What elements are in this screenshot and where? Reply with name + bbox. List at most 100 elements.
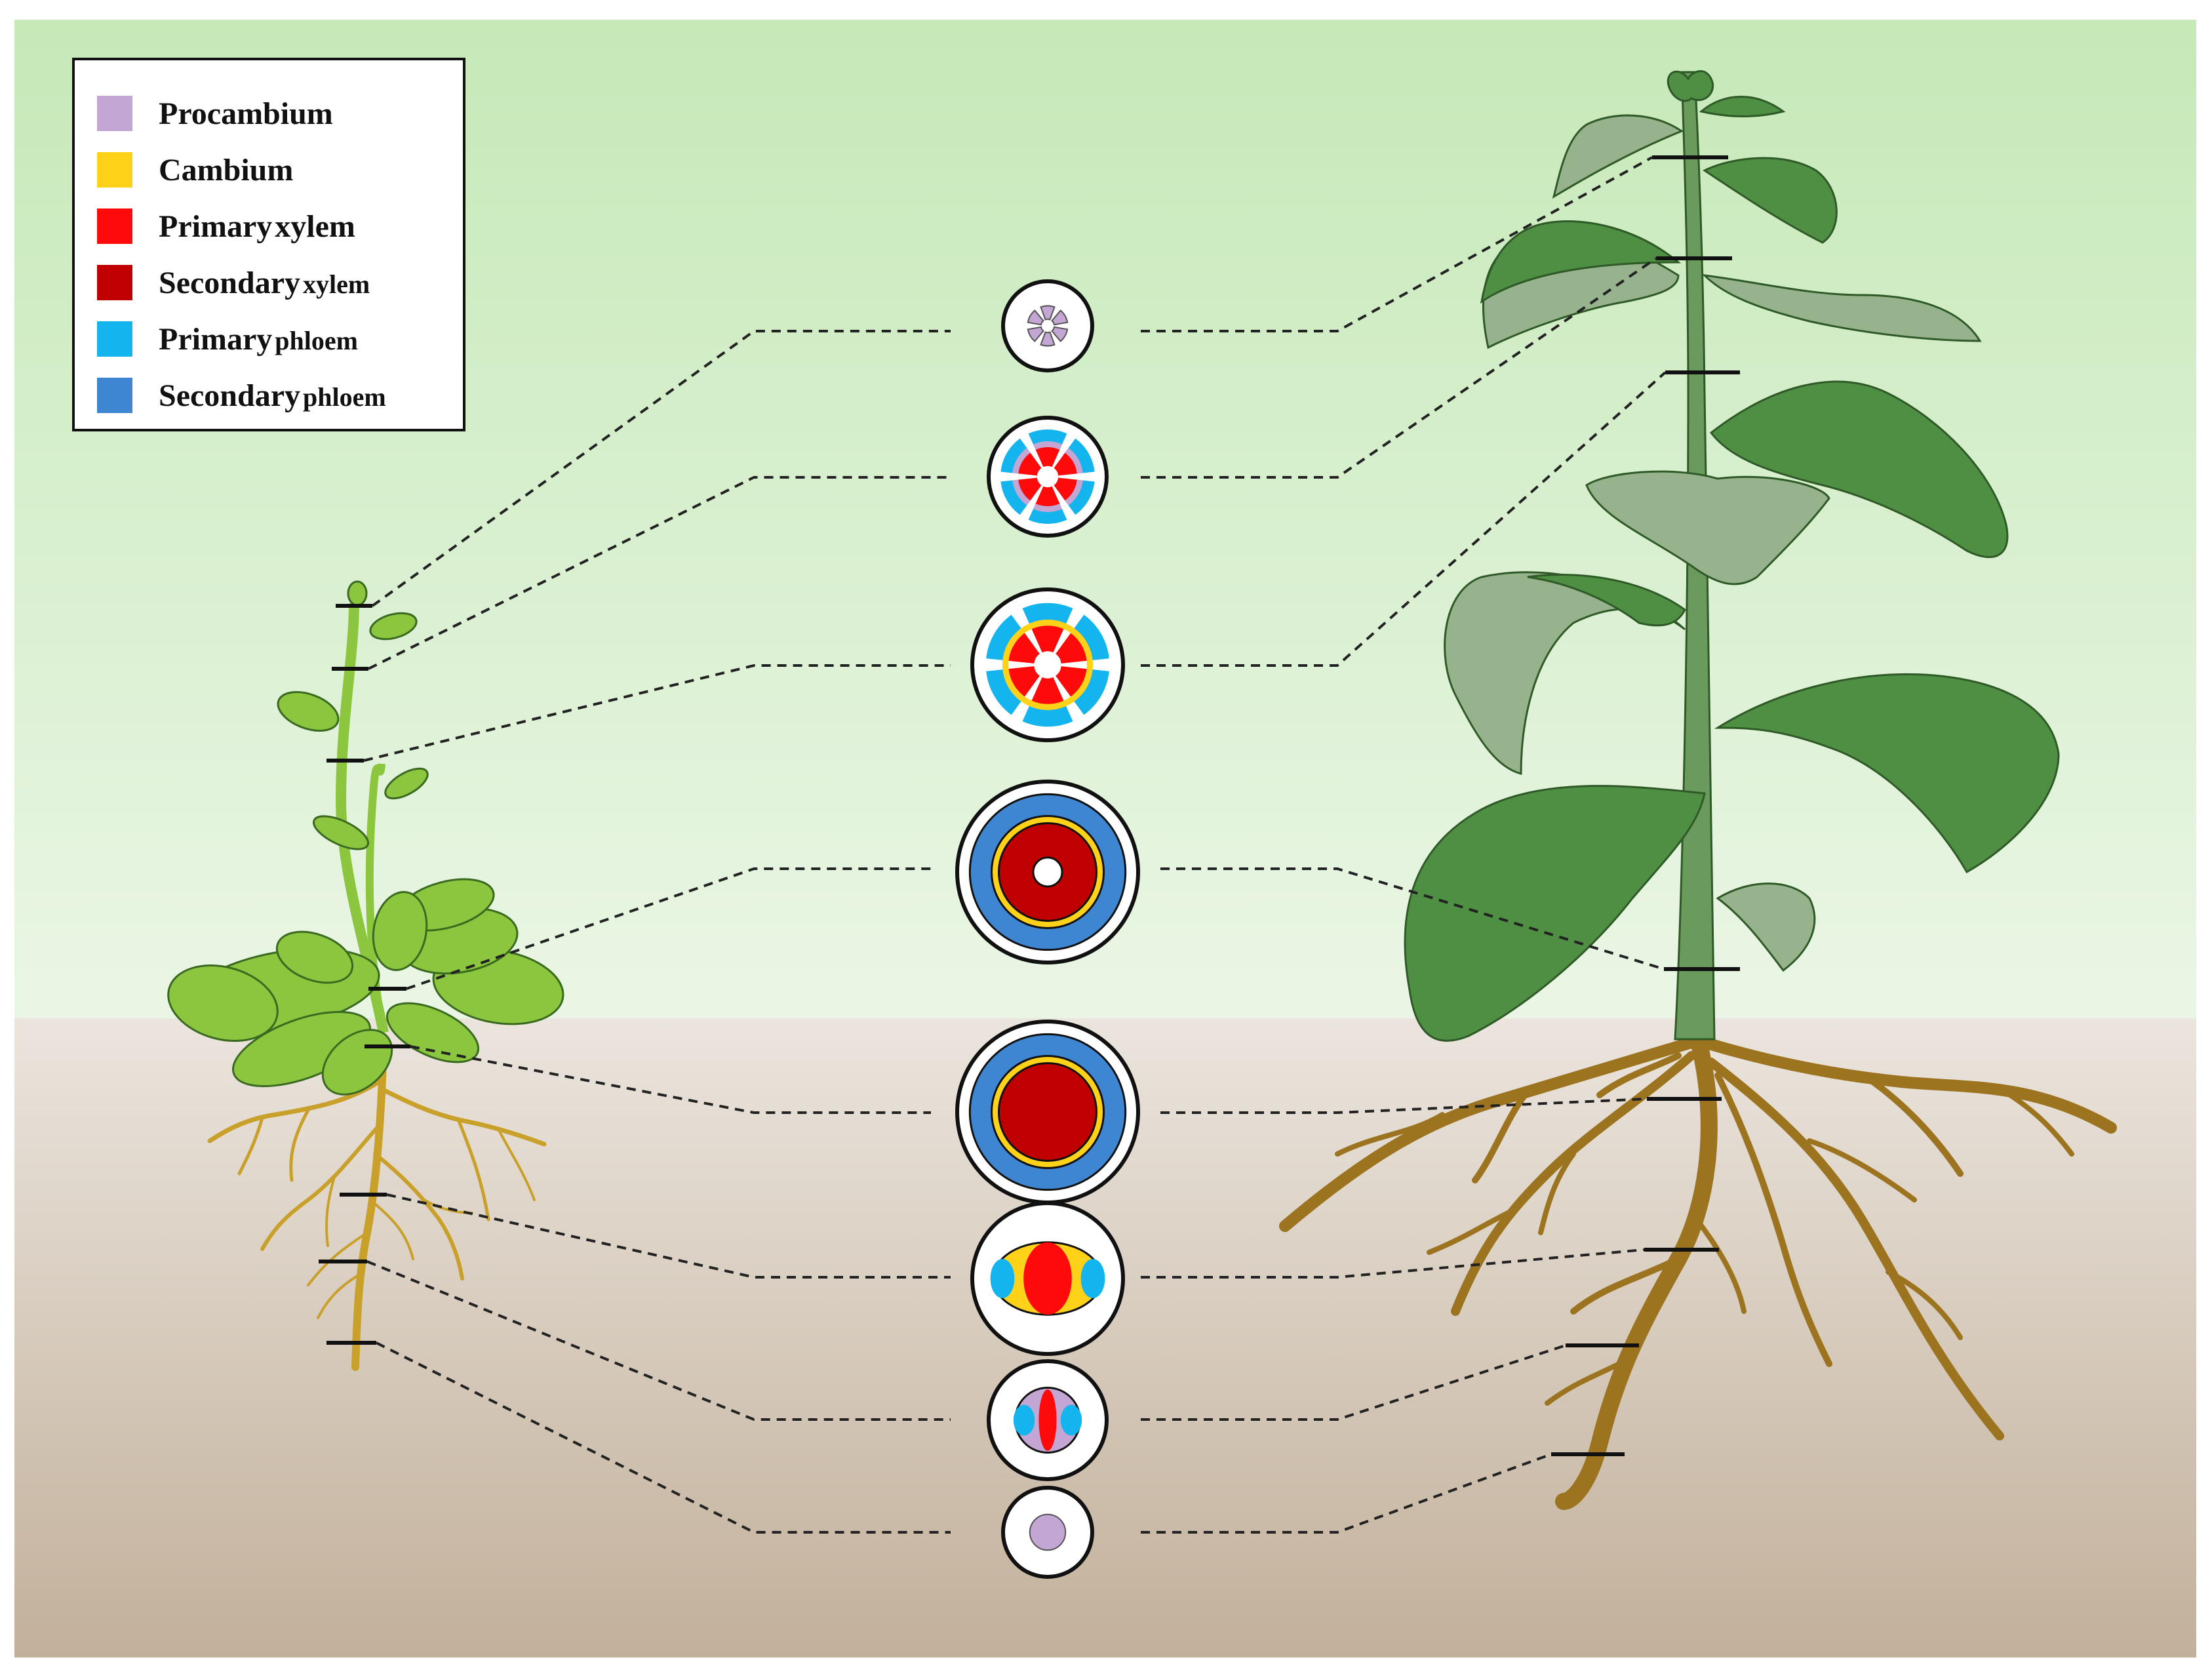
legend-item-secondary-xylem: Secondary xylem	[97, 254, 463, 311]
legend-label-procambium: Procambium	[159, 96, 333, 131]
leaf-lower-right	[1714, 673, 2060, 874]
legend-label-secondary-phloem-word2: phloem	[303, 382, 386, 412]
swatch-procambium	[97, 96, 132, 131]
connector-left-2	[368, 476, 951, 670]
primary-xylem-core	[1023, 1242, 1072, 1315]
primary-phloem-bundle	[986, 669, 1023, 715]
cambium-ring	[1002, 619, 1093, 710]
primary-phloem-left	[990, 1259, 1015, 1298]
procambium-bundle	[1040, 331, 1056, 347]
primary-xylem-bundle	[1031, 623, 1065, 653]
primary-phloem-bundle	[1000, 480, 1029, 515]
big-plant-leaves	[1404, 70, 2060, 1042]
leaf-pale-center	[1585, 470, 1830, 586]
connector-right-1	[1141, 156, 1653, 332]
legend-item-procambium: Procambium	[97, 85, 463, 142]
legend-label-secondary-phloem-word1: Secondary	[159, 378, 300, 413]
connector-left-1	[371, 330, 951, 607]
procambium-strip	[1012, 479, 1031, 506]
big-plant	[1279, 70, 2117, 1510]
primary-phloem-bundle	[1022, 702, 1073, 727]
small-plant-roots	[207, 1037, 547, 1371]
leaf-bottom-small-right	[1716, 883, 1816, 972]
connector-left-7	[366, 1260, 951, 1421]
small-plant	[167, 580, 564, 1371]
primary-phloem-left	[1013, 1404, 1035, 1436]
primary-phloem-right	[1080, 1259, 1105, 1298]
cross-section-root-cambium	[970, 1201, 1125, 1356]
swatch-secondary-phloem	[97, 378, 132, 413]
swatch-cambium	[97, 152, 132, 188]
cross-section-root-primary	[987, 1359, 1109, 1481]
leaf-middle-left-dark	[1527, 574, 1686, 627]
connector-right-3	[1141, 371, 1667, 667]
legend: Procambium Cambium Primary xylem Seconda…	[72, 58, 465, 431]
cross-section-root-tip	[1001, 1486, 1094, 1579]
legend-item-primary-phloem: Primary phloem	[97, 311, 463, 367]
primary-phloem-bundle	[986, 614, 1023, 661]
leaf-upper-left-dark	[1480, 220, 1682, 304]
connector-left-8	[376, 1341, 951, 1534]
primary-phloem-bundle	[1072, 614, 1109, 661]
primary-phloem-bundle	[1022, 603, 1073, 627]
legend-label-primary-phloem-word2: phloem	[275, 325, 358, 355]
big-plant-roots	[1279, 1031, 2117, 1510]
primary-xylem-bundle	[1015, 450, 1042, 476]
leaf-top-right	[1703, 157, 1838, 244]
leaf-upper-right-pale	[1701, 273, 1982, 342]
swatch-secondary-xylem	[97, 265, 132, 300]
connector-right-4	[1160, 867, 1665, 970]
small-plant-leaves	[167, 580, 564, 1096]
procambium-bundle	[1027, 309, 1044, 326]
leaf-middle-left	[1444, 571, 1686, 775]
section-position-ticks	[319, 155, 1740, 1456]
legend-label-secondary-xylem-word1: Secondary	[159, 265, 300, 300]
primary-phloem-bundle	[1067, 438, 1095, 473]
procambium-bundle	[1040, 305, 1056, 321]
connector-left-4	[406, 867, 931, 990]
cross-section-stem-cambium	[970, 587, 1125, 742]
connector-right-6	[1141, 1248, 1645, 1279]
leaf-small-top-right	[1699, 96, 1786, 117]
legend-label-secondary-xylem-word2: xylem	[303, 269, 370, 299]
legend-label-primary-xylem-word1: Primary	[159, 208, 273, 244]
legend-item-primary-xylem: Primary xylem	[97, 198, 463, 254]
legend-label-primary-xylem-word2: xylem	[275, 208, 355, 244]
secondary-xylem-core	[997, 1062, 1098, 1162]
connector-right-8	[1141, 1453, 1552, 1534]
primary-xylem-bundle	[1031, 677, 1065, 707]
primary-xylem-bundle	[1056, 666, 1089, 699]
leaf-middle-right	[1709, 380, 2009, 559]
procambium-bundle	[1051, 309, 1069, 326]
cross-section-young-stem	[1001, 279, 1094, 372]
primary-xylem-bundle	[1034, 444, 1061, 467]
primary-phloem-right	[1060, 1404, 1082, 1436]
primary-xylem-bundle	[1056, 631, 1089, 664]
legend-label-cambium: Cambium	[159, 152, 294, 188]
primary-xylem-bundle	[1006, 666, 1040, 699]
primary-xylem-bundle	[1006, 631, 1040, 664]
procambium-strip	[1033, 504, 1063, 513]
legend-item-cambium: Cambium	[97, 142, 463, 198]
connector-left-3	[363, 664, 951, 762]
cross-section-root-secondary	[955, 1020, 1140, 1204]
primary-xylem-bundle	[1054, 450, 1080, 476]
legend-item-secondary-phloem: Secondary phloem	[97, 367, 463, 424]
cross-sections	[955, 279, 1140, 1579]
procambium-bundle	[1027, 326, 1044, 342]
primary-phloem-bundle	[1000, 438, 1029, 473]
procambium-strip	[1033, 441, 1063, 450]
primary-xylem-core	[1038, 1389, 1057, 1451]
procambium-strip	[1012, 448, 1031, 474]
leaf-top-bud	[1667, 70, 1714, 102]
primary-xylem-bundle	[1054, 477, 1080, 504]
pith	[1032, 856, 1063, 888]
swatch-primary-phloem	[97, 321, 132, 357]
procambium-core	[1029, 1513, 1067, 1551]
connector-left-6	[386, 1193, 951, 1279]
swatch-primary-xylem	[97, 208, 132, 244]
connector-right-5	[1160, 1098, 1648, 1114]
dashed-connectors	[363, 156, 1667, 1534]
connector-right-2	[1141, 257, 1657, 479]
primary-xylem-bundle	[1034, 486, 1061, 509]
